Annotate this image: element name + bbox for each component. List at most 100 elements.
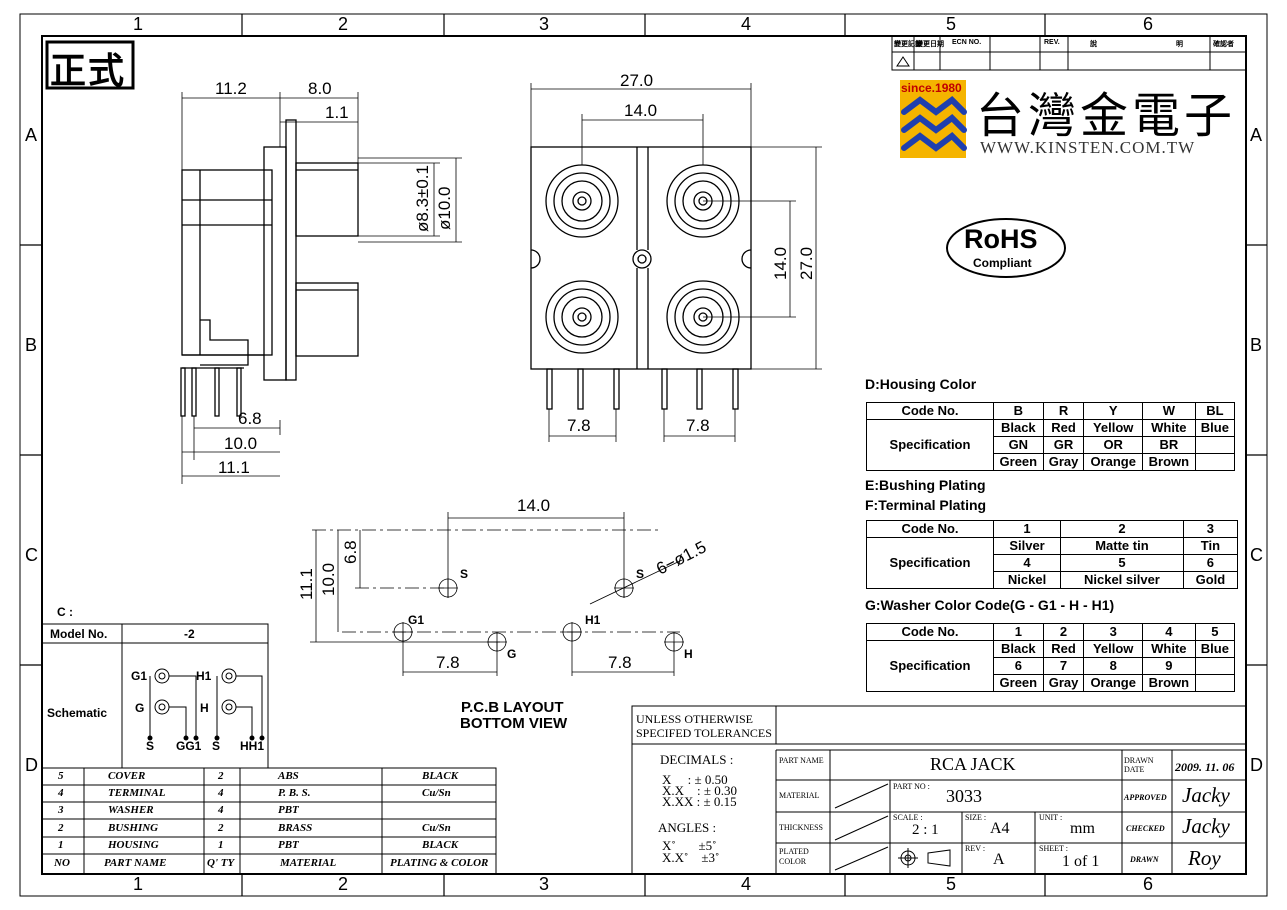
schematic-model-label: Model No. — [50, 627, 107, 641]
dim-pcb-14-0: 14.0 — [517, 496, 550, 515]
pcb-pin-s2: S — [636, 567, 644, 581]
zone-top-3: 3 — [539, 14, 550, 34]
dim-side-11-1: 11.1 — [218, 458, 250, 477]
dim-side-1-1: 1.1 — [325, 103, 349, 122]
rev-hdr-1: 變更日期 — [916, 41, 944, 48]
dim-front-7-8-b: 7.8 — [686, 416, 710, 435]
dim-pcb-hole: 6−ø1.5 — [653, 537, 709, 578]
pcb-caption-2: BOTTOM VIEW — [460, 715, 568, 732]
tol-angles: X˚ ±5˚ X.X˚ ±3˚ — [662, 838, 720, 865]
company-url: WWW.KINSTEN.COM.TW — [980, 138, 1196, 157]
tb-checked: Jacky — [1182, 814, 1230, 838]
sch-pin-h: H — [200, 701, 209, 715]
rev-hdr-0: 變更記錄 — [894, 41, 922, 48]
sch-pin-hh1: HH1 — [240, 739, 264, 753]
tb-unit: mm — [1070, 820, 1095, 837]
sch-pin-s: S — [146, 739, 154, 753]
zone-top-4: 4 — [741, 14, 752, 34]
bushing-title: E:Bushing Plating — [865, 477, 986, 493]
sch-pin-gg1: GG1 — [176, 739, 202, 753]
tb-size: A4 — [990, 820, 1010, 837]
tol-decimals-label: DECIMALS : — [660, 752, 734, 767]
dim-front-14-0: 14.0 — [624, 101, 657, 120]
dim-side-6-8: 6.8 — [238, 409, 262, 428]
dim-pcb-7-8-b: 7.8 — [608, 653, 632, 672]
housing-code-label: Code No. — [866, 402, 994, 420]
rev-hdr-2: ECN NO. — [952, 39, 982, 46]
zone-bottom-5: 5 — [946, 874, 957, 894]
dim-pcb-10-0: 10.0 — [319, 563, 338, 596]
tb-scale: 2 : 1 — [912, 822, 939, 838]
tb-part-name-label: PART NAME — [779, 756, 824, 765]
zone-right-c: C — [1250, 545, 1263, 565]
tol-angles-label: ANGLES : — [658, 820, 717, 835]
zone-bottom-6: 6 — [1143, 874, 1154, 894]
tb-material-label: MATERIAL — [779, 791, 820, 800]
tb-drawn-date-label: DRAWN DATE — [1124, 756, 1154, 774]
tb-rev-label: REV : — [965, 844, 986, 853]
company-name: 台灣金電子 — [976, 88, 1237, 144]
pcb-pin-g1: G1 — [408, 613, 424, 627]
dim-front-7-8-a: 7.8 — [567, 416, 591, 435]
tb-drawn-date: 2009. 11. 06 — [1175, 760, 1235, 774]
zone-bottom-2: 2 — [338, 874, 349, 894]
dim-side-8-0: 8.0 — [308, 79, 332, 98]
schematic-label: Schematic — [47, 706, 107, 720]
dim-front-27-0: 27.0 — [620, 71, 653, 90]
dim-side-10-0: 10.0 — [224, 434, 257, 453]
dim-side-dia-8-3: ø8.3±0.1 — [413, 165, 432, 232]
tb-thickness-label: THICKNESS — [779, 823, 824, 832]
zone-right-d: D — [1250, 755, 1263, 775]
dim-side-dia-10: ø10.0 — [435, 187, 454, 230]
pcb-caption-1: P.C.B LAYOUT — [461, 699, 564, 716]
zone-bottom-1: 1 — [133, 874, 144, 894]
sch-pin-s2: S — [212, 739, 220, 753]
zone-left-d: D — [25, 755, 38, 775]
official-stamp: 正式 — [50, 50, 127, 91]
washer-title: G:Washer Color Code(G - G1 - H - H1) — [865, 597, 1115, 613]
zone-top-1: 1 — [133, 14, 144, 34]
zone-left-c: C — [25, 545, 38, 565]
zone-top-6: 6 — [1143, 14, 1154, 34]
tb-part-no-label: PART NO : — [893, 782, 930, 791]
rohs-sub: Compliant — [973, 256, 1032, 270]
company-since: since.1980 — [901, 81, 962, 95]
zone-left-a: A — [25, 125, 38, 145]
zone-right-b: B — [1250, 335, 1263, 355]
zone-bottom-4: 4 — [741, 874, 752, 894]
zone-right-a: A — [1250, 125, 1263, 145]
tb-plated-label: PLATED COLOR — [779, 847, 809, 866]
tb-drawn: Roy — [1188, 846, 1221, 870]
housing-spec-label: Specification — [866, 419, 994, 471]
rev-hdr-4: 說 — [1090, 41, 1097, 48]
schematic-c-label: C : — [57, 605, 73, 619]
dim-side-11-2: 11.2 — [215, 79, 247, 98]
tol-title-2: SPECIFED TOLERANCES — [636, 726, 772, 740]
dim-front-14-0-v: 14.0 — [771, 247, 790, 280]
tol-decimals: X : ± 0.50 X.X : ± 0.30 X.XX : ± 0.15 — [662, 772, 738, 809]
tb-part-name: RCA JACK — [930, 754, 1016, 774]
housing-title: D:Housing Color — [865, 376, 977, 392]
rev-hdr-3: REV. — [1044, 39, 1060, 46]
rohs-title: RoHS — [964, 224, 1038, 254]
tb-size-label: SIZE : — [965, 813, 987, 822]
tb-sheet-label: SHEET : — [1039, 844, 1068, 853]
rev-hdr-6: 確認者 — [1213, 41, 1234, 48]
dim-pcb-11-1: 11.1 — [297, 568, 316, 600]
tol-title-1: UNLESS OTHERWISE — [636, 712, 753, 726]
dim-front-27-0-v: 27.0 — [797, 247, 816, 280]
tb-approved: Jacky — [1182, 783, 1230, 807]
schematic-model-value: -2 — [184, 627, 195, 641]
pcb-pin-s1: S — [460, 567, 468, 581]
tb-drawn-label: DRAWN — [1130, 855, 1159, 864]
zone-left-b: B — [25, 335, 38, 355]
tb-sheet: 1 of 1 — [1062, 853, 1100, 870]
dim-pcb-7-8-a: 7.8 — [436, 653, 460, 672]
tb-approved-label: APPROVED — [1124, 793, 1167, 802]
rev-hdr-5: 明 — [1176, 41, 1183, 48]
pcb-pin-g: G — [507, 647, 516, 661]
